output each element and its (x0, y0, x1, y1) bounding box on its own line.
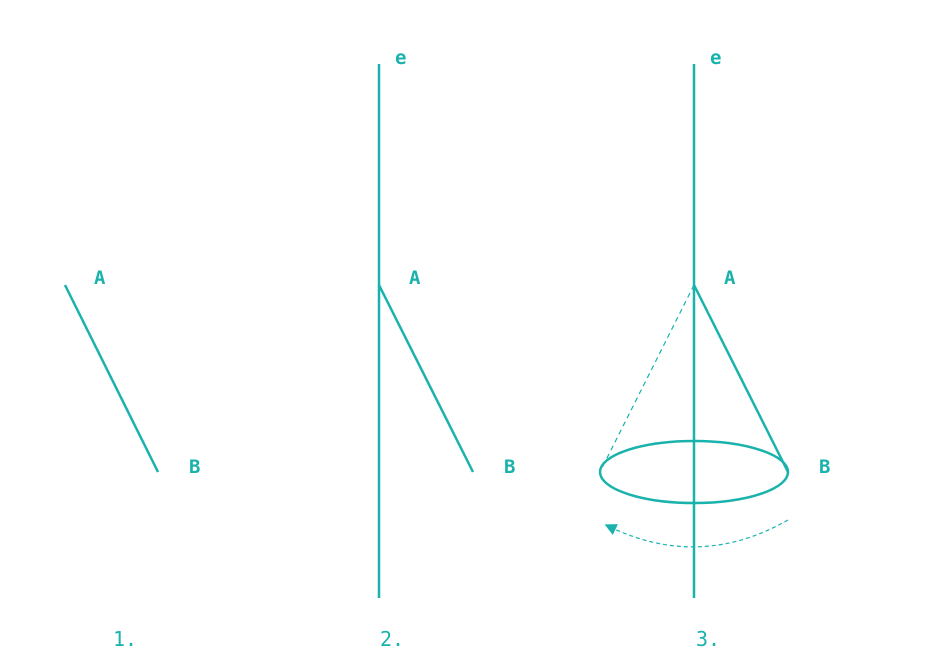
label-a: A (409, 267, 421, 289)
cone-hidden-edge (601, 284, 695, 469)
panel-3: e A B 3. (598, 47, 830, 651)
label-e: e (710, 47, 721, 69)
cone-base-ellipse (598, 439, 790, 505)
label-a: A (724, 267, 736, 289)
label-b: B (504, 456, 515, 478)
caption: 2. (380, 627, 404, 651)
label-e: e (395, 47, 406, 69)
panel-2: e A B 2. (377, 47, 515, 651)
panel-1: A B 1. (63, 267, 200, 651)
segment-ab (692, 284, 790, 473)
caption: 1. (113, 627, 137, 651)
segment-ab (63, 284, 160, 473)
label-a: A (94, 267, 106, 289)
label-b: B (189, 456, 200, 478)
caption: 3. (696, 627, 720, 651)
rotation-arrow (604, 519, 789, 548)
label-b: B (819, 456, 830, 478)
segment-ab (377, 284, 475, 473)
